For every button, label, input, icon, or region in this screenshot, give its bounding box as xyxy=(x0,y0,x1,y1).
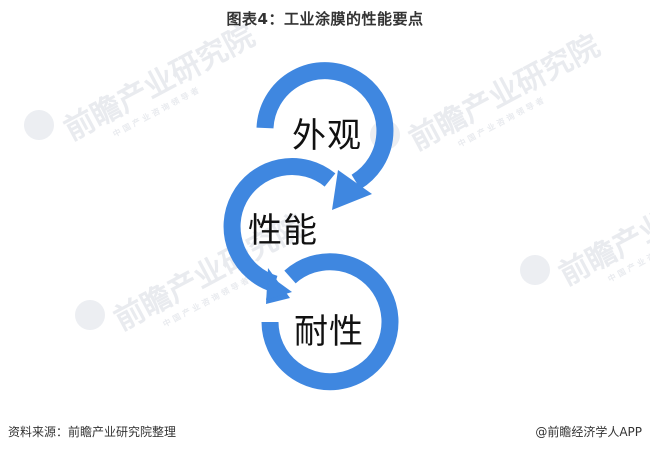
ring-performance xyxy=(223,158,336,304)
watermark-logo-icon xyxy=(24,110,54,140)
node-durability-label: 耐性 xyxy=(294,312,364,352)
ring-durability xyxy=(261,253,399,391)
credit-note: @前瞻经济学人APP xyxy=(535,425,642,439)
node-appearance-label: 外观 xyxy=(292,116,362,156)
watermark-logo-icon xyxy=(520,255,550,285)
node-performance-label: 性能 xyxy=(248,211,318,251)
arrow-appearance-to-performance-icon xyxy=(332,170,372,210)
source-note: 资料来源：前瞻产业研究院整理 xyxy=(8,425,177,439)
watermark-logo-icon xyxy=(75,300,105,330)
chart-title: 图表4：工业涂膜的性能要点 xyxy=(226,10,424,28)
ring-appearance xyxy=(256,62,394,210)
